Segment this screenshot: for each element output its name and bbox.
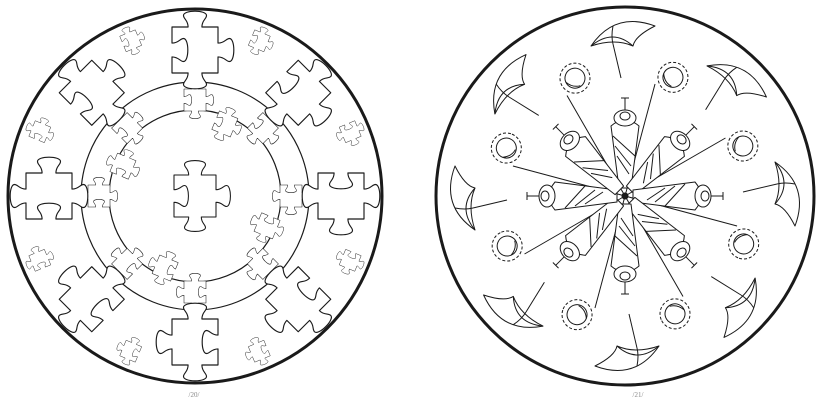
- center-dot: [621, 192, 629, 200]
- page-right: /21/: [409, 0, 818, 403]
- umbrella-mandala: [434, 5, 816, 387]
- page-number-left: /20/: [188, 391, 200, 399]
- page-number-right: /21/: [632, 391, 644, 399]
- puzzle-mandala: [6, 7, 384, 385]
- page-left: /20/: [6, 7, 384, 399]
